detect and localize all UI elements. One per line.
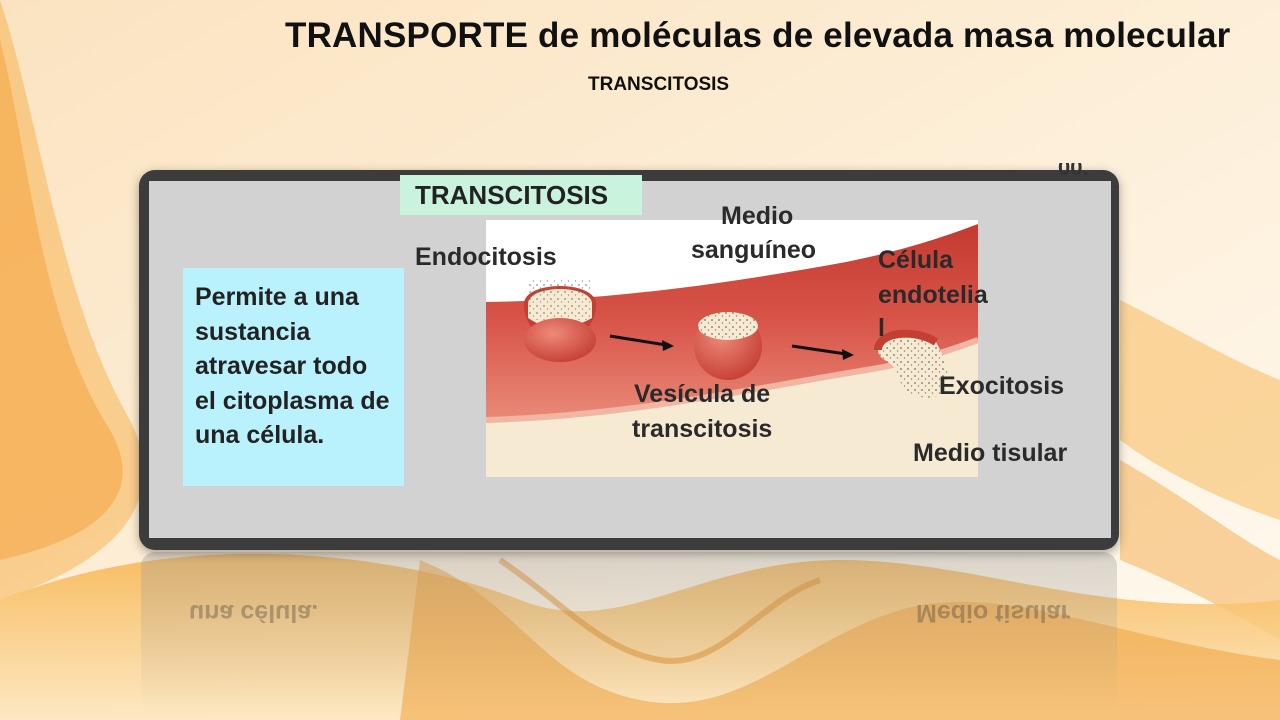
label-medio-sanguineo-line1: Medio xyxy=(721,202,794,230)
reflection-left-text: una célula. xyxy=(189,599,319,627)
label-medio-tisular: Medio tisular xyxy=(913,439,1068,467)
panel-reflection: una célula. Medio tisular xyxy=(141,552,1117,712)
arrow-vesicle-to-exo xyxy=(791,344,854,360)
definition-box: Permite a una sustancia atravesar todo e… xyxy=(183,268,404,486)
label-celula-line2: endotelia xyxy=(878,281,988,309)
label-celula-line1: Célula xyxy=(878,246,954,274)
label-medio-sanguineo-line2: sanguíneo xyxy=(691,236,817,264)
label-celula-line3: l xyxy=(878,314,885,342)
arrow-endo-to-vesicle xyxy=(609,334,674,351)
label-endocitosis: Endocitosis xyxy=(415,243,557,271)
slide-subtitle: TRANSCITOSIS xyxy=(588,74,730,95)
corner-fragment: 00. xyxy=(1058,163,1089,180)
label-vesicula-line1: Vesícula de xyxy=(634,380,771,408)
slide-title-rest: de moléculas de elevada masa molecular xyxy=(528,16,1231,55)
transcytosis-diagram xyxy=(486,220,978,477)
panel-heading: TRANSCITOSIS xyxy=(400,175,642,215)
slide-title-emphasis: TRANSPORTE xyxy=(285,16,529,55)
slide-title: TRANSPORTE de moléculas de elevada masa … xyxy=(285,16,1280,60)
reflection-right-text: Medio tisular xyxy=(916,599,1071,627)
definition-text: Permite a una sustancia atravesar todo e… xyxy=(195,283,390,449)
label-exocitosis: Exocitosis xyxy=(939,372,1065,400)
label-vesicula-line2: transcitosis xyxy=(632,415,773,443)
